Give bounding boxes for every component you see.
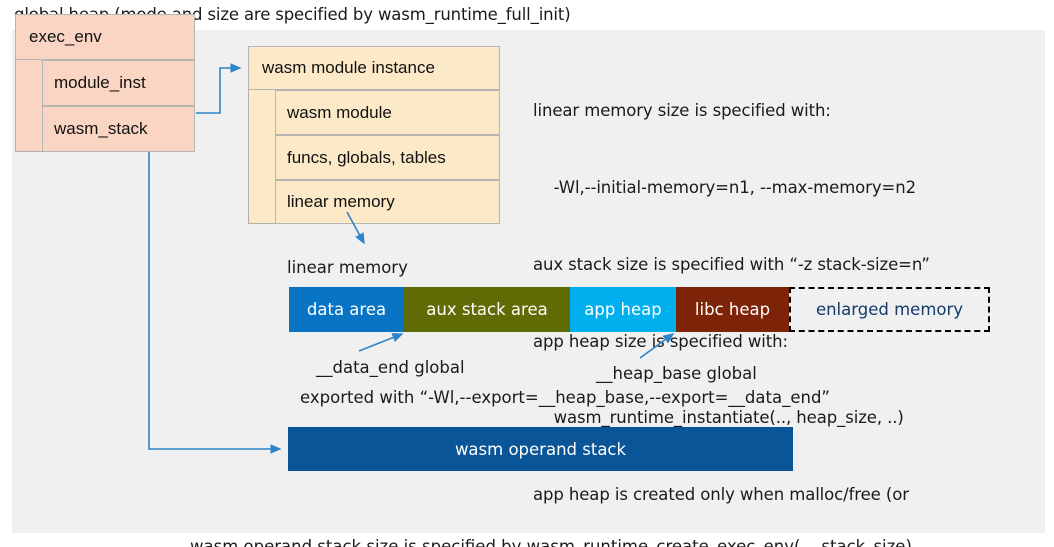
exec-env-title-label: exec_env xyxy=(29,27,102,46)
operand-stack-notes: wasm operand stack size is specified by … xyxy=(190,482,912,547)
info-line-6: app heap is created only when malloc/fre… xyxy=(533,485,909,505)
exec-env-title: exec_env xyxy=(15,14,195,60)
info-line-2: -Wl,--initial-memory=n1, --max-memory=n2 xyxy=(533,177,917,197)
annotation-data-end: __data_end global xyxy=(316,358,465,377)
info-line-5: wasm_runtime_instantiate(.., heap_size, … xyxy=(533,408,904,428)
annotation-heap-base: __heap_base global xyxy=(596,364,757,383)
linear-memory-bar: data area aux stack area app heap libc h… xyxy=(289,287,990,332)
wasm-module-instance-title-label: wasm module instance xyxy=(262,58,435,77)
funcs-globals-tables-label: funcs, globals, tables xyxy=(287,147,446,167)
memory-config-notes: linear memory size is specified with: -W… xyxy=(533,47,1033,547)
annotation-exported-symbols: exported with “-Wl,--export=__heap_base,… xyxy=(300,388,830,407)
memory-segment-enlarged-memory: enlarged memory xyxy=(789,287,990,332)
info-line-4: app heap size is specified with: xyxy=(533,331,788,351)
bottom-note-line-1: wasm operand stack size is specified by … xyxy=(190,537,912,547)
linear-memory-label: linear memory xyxy=(287,258,408,277)
linear-memory-row-label: linear memory xyxy=(287,192,395,211)
memory-segment-libc-heap: libc heap xyxy=(676,287,789,332)
wasm-module-instance-row-funcs-globals-tables: funcs, globals, tables xyxy=(275,135,500,180)
memory-segment-enlarged-memory-label: enlarged memory xyxy=(815,300,964,319)
exec-env-row-module-inst: module_inst xyxy=(42,60,195,106)
wasm-module-label: wasm module xyxy=(287,102,392,122)
wasm-operand-stack-box: wasm operand stack xyxy=(288,427,793,471)
info-line-3: aux stack size is specified with “-z sta… xyxy=(533,254,930,274)
exec-env-row-wasm-stack: wasm_stack xyxy=(42,106,195,152)
wasm-stack-label: wasm_stack xyxy=(54,119,148,138)
wasm-module-instance-row-linear-memory: linear memory xyxy=(275,180,500,224)
wasm-operand-stack-label: wasm operand stack xyxy=(454,439,627,459)
memory-segment-data-area-label: data area xyxy=(306,300,387,319)
wasm-module-instance-title: wasm module instance xyxy=(248,46,500,90)
memory-segment-aux-stack-area: aux stack area xyxy=(404,287,570,332)
wasm-module-instance-row-wasm-module: wasm module xyxy=(275,90,500,135)
info-line-1: linear memory size is specified with: xyxy=(533,101,831,121)
memory-segment-aux-stack-area-label: aux stack area xyxy=(426,300,548,319)
memory-segment-app-heap-label: app heap xyxy=(584,300,662,319)
memory-segment-app-heap: app heap xyxy=(570,287,676,332)
memory-segment-libc-heap-label: libc heap xyxy=(694,300,771,319)
module-inst-label: module_inst xyxy=(54,73,146,92)
memory-segment-data-area: data area xyxy=(289,287,404,332)
